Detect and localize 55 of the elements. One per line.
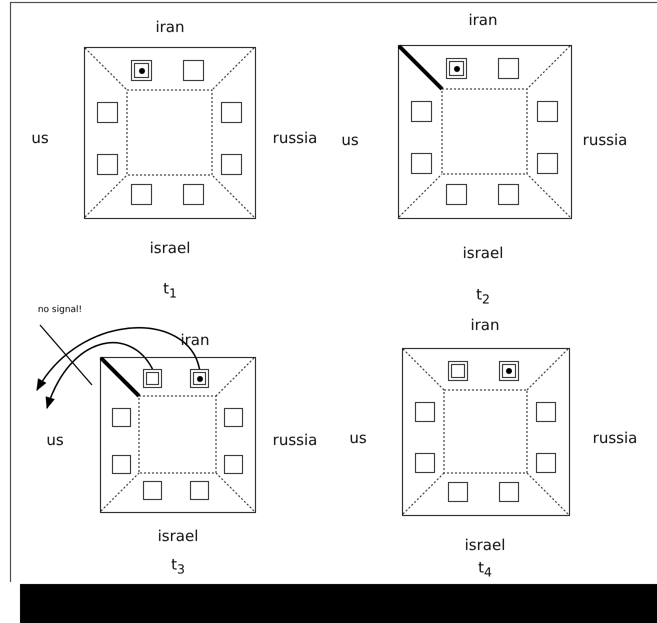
country-label: us <box>349 429 367 447</box>
small-square <box>221 154 242 175</box>
small-square <box>183 184 204 205</box>
country-label: israel <box>464 536 506 554</box>
small-square <box>498 184 519 205</box>
country-label: us <box>46 431 64 449</box>
small-square <box>411 101 432 122</box>
country-label: iran <box>155 18 185 36</box>
small-square <box>112 408 131 427</box>
marked-square <box>131 60 152 81</box>
marked-square <box>446 58 467 79</box>
small-square <box>446 184 467 205</box>
country-label: us <box>341 131 359 149</box>
small-square <box>131 184 152 205</box>
small-square <box>448 482 468 502</box>
time-step-label: t$_{3}$ <box>171 556 185 576</box>
small-square <box>224 455 243 474</box>
small-square <box>224 408 243 427</box>
small-square <box>112 455 131 474</box>
small-square <box>97 102 118 123</box>
small-square <box>537 101 558 122</box>
country-label: russia <box>272 431 318 449</box>
marked-square <box>190 369 209 388</box>
country-label: iran <box>180 331 210 349</box>
marked-square <box>499 361 519 381</box>
small-square <box>190 481 209 500</box>
country-label: us <box>31 129 49 147</box>
country-label: iran <box>468 11 498 29</box>
small-square <box>415 453 435 473</box>
curved-arrow <box>46 342 154 410</box>
country-label: israel <box>462 244 504 262</box>
small-square <box>183 60 204 81</box>
edge-label: no signal! <box>36 305 84 315</box>
time-step-label: t$_{4}$ <box>478 558 492 580</box>
small-square <box>415 402 435 422</box>
small-square <box>97 154 118 175</box>
small-square <box>537 153 558 174</box>
country-label: israel <box>158 527 198 545</box>
small-square <box>143 481 162 500</box>
time-step-label: t$_{2}$ <box>476 286 490 306</box>
small-square <box>221 102 242 123</box>
small-square <box>498 58 519 79</box>
double-square <box>143 369 162 388</box>
country-label: iran <box>470 316 500 334</box>
small-square <box>536 402 556 422</box>
country-label: russia <box>592 429 638 447</box>
country-label: israel <box>150 239 190 257</box>
country-label: russia <box>582 131 628 149</box>
curved-arrow <box>36 327 200 391</box>
time-step-label: t$_{1}$ <box>163 280 177 300</box>
country-label: russia <box>272 129 318 147</box>
small-square <box>536 453 556 473</box>
small-square <box>411 153 432 174</box>
small-square <box>499 482 519 502</box>
double-square <box>448 361 468 381</box>
